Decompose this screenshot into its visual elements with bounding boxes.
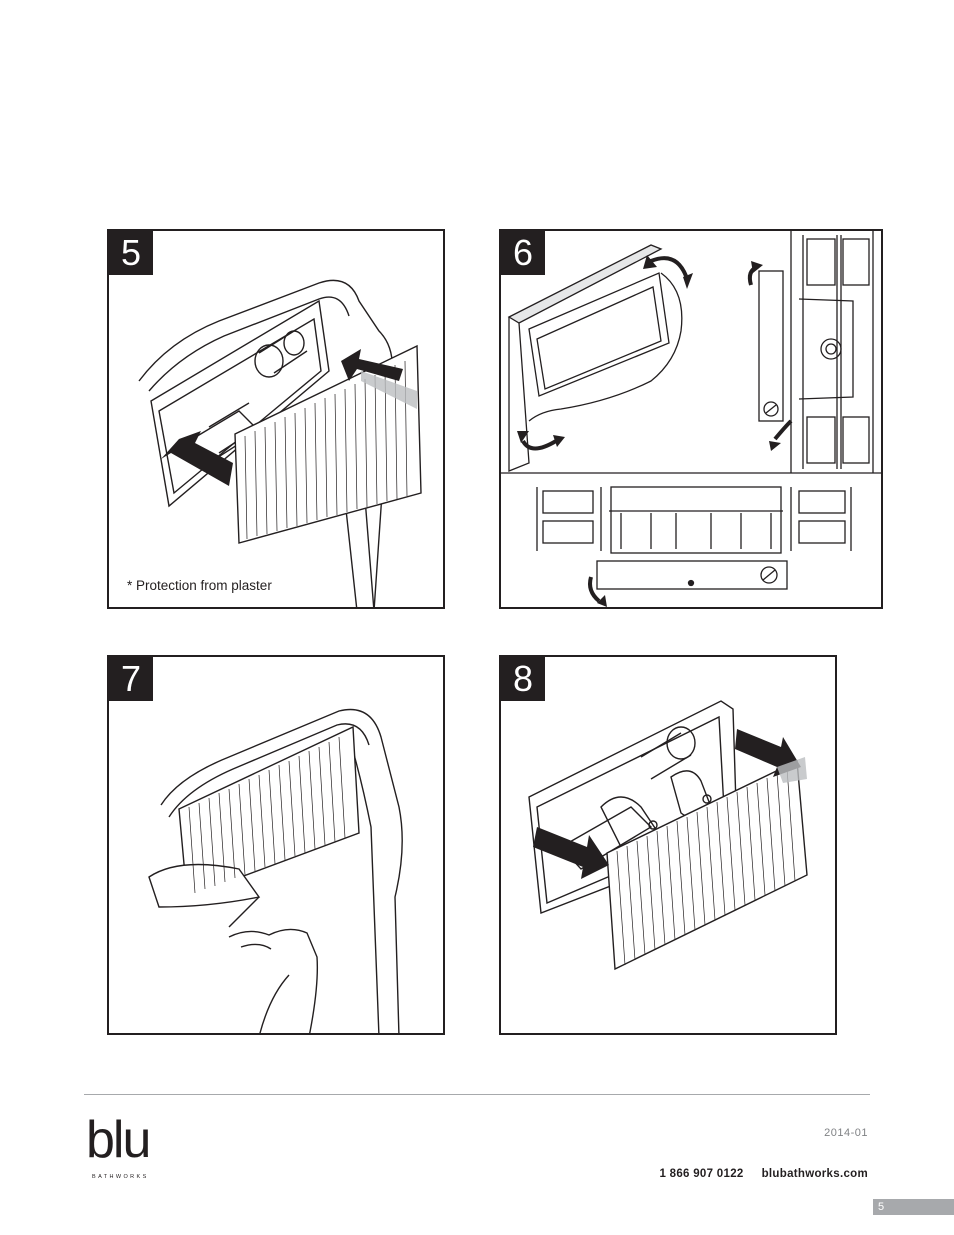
blu-logo: blu BATHWORKS — [86, 1114, 176, 1180]
step-7-illustration — [148, 708, 403, 1033]
step-8-number: 8 — [501, 657, 545, 701]
website-link[interactable]: blubathworks.com — [761, 1168, 868, 1180]
footer-divider — [84, 1094, 870, 1095]
step-7-panel: 7 — [107, 655, 445, 1035]
step-6-illustration — [501, 231, 881, 607]
plaster-protection-note: * Protection from plaster — [127, 578, 272, 593]
step-8-panel: 8 — [499, 655, 837, 1035]
step-6-panel: 6 — [499, 229, 883, 609]
phone-number: 1 866 907 0122 — [659, 1168, 744, 1180]
document-date: 2014-01 — [824, 1127, 868, 1139]
step-5-illustration — [138, 279, 422, 607]
step-8-illustration — [528, 700, 808, 971]
step-7-number: 7 — [109, 657, 153, 701]
step-5-number: 5 — [109, 231, 153, 275]
brand-wordmark: blu — [86, 1111, 151, 1169]
contact-info: 1 866 907 0122 blubathworks.com — [659, 1168, 868, 1180]
step-6-number: 6 — [501, 231, 545, 275]
step-5-panel: 5 * Protection from plaster — [107, 229, 445, 609]
page-number: 5 — [873, 1199, 954, 1215]
brand-subtitle: BATHWORKS — [92, 1174, 149, 1180]
